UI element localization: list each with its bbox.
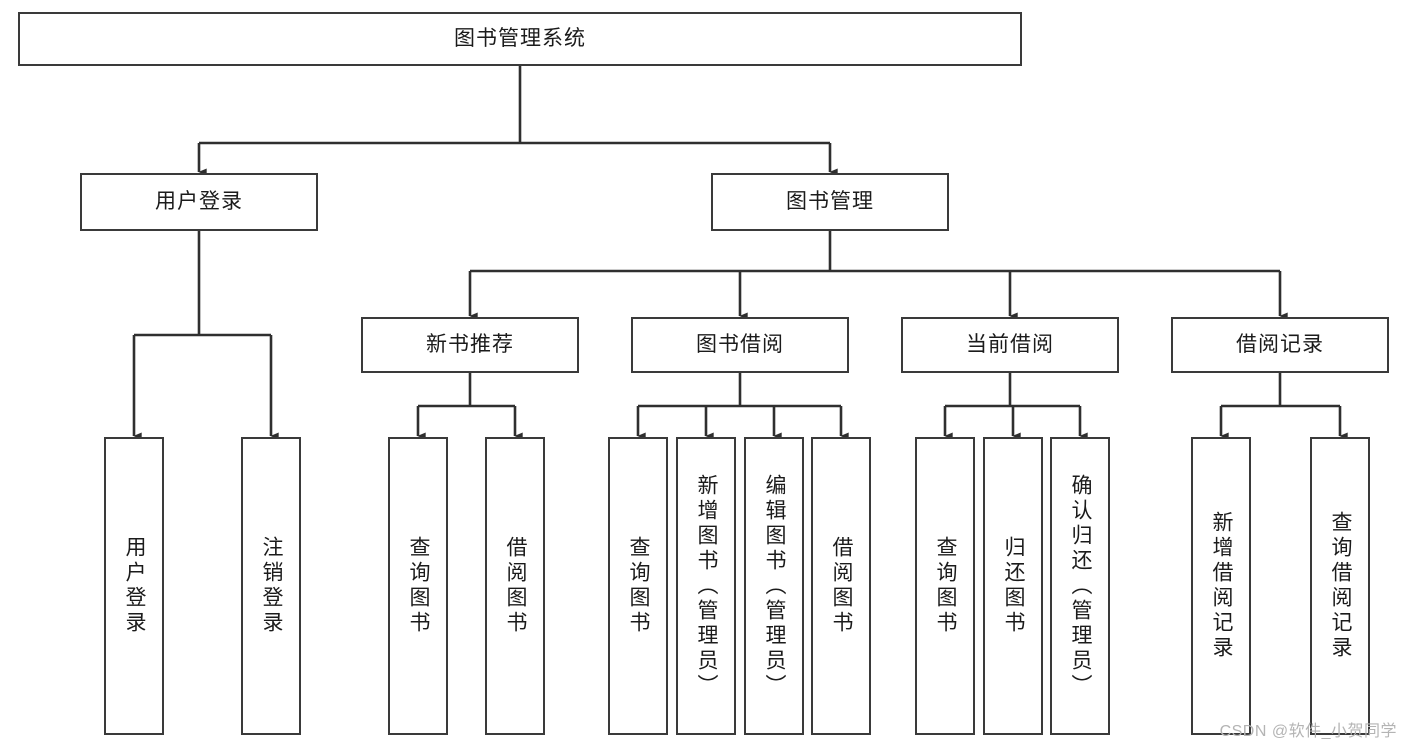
- node-label: 查询借阅记录: [1329, 511, 1353, 661]
- node-leaf-add-book[interactable]: 新增图书（管理员）: [676, 437, 736, 735]
- node-label: 借阅记录: [1236, 332, 1324, 356]
- node-label: 用户登录: [123, 536, 147, 636]
- node-leaf-borrow-book-1[interactable]: 借阅图书: [485, 437, 545, 735]
- node-label: 新增借阅记录: [1210, 511, 1234, 661]
- node-label: 查询图书: [934, 536, 958, 636]
- node-leaf-user-login[interactable]: 用户登录: [104, 437, 164, 735]
- node-leaf-confirm-return[interactable]: 确认归还（管理员）: [1050, 437, 1110, 735]
- watermark: CSDN @软件_小贺同学: [1219, 723, 1397, 740]
- node-label: 归还图书: [1002, 536, 1026, 636]
- node-label: 图书管理: [786, 189, 874, 213]
- node-label: 借阅图书: [830, 536, 854, 636]
- node-book-manage[interactable]: 图书管理: [711, 173, 949, 231]
- node-leaf-user-logout[interactable]: 注销登录: [241, 437, 301, 735]
- node-root[interactable]: 图书管理系统: [18, 12, 1022, 66]
- node-label: 借阅图书: [504, 536, 528, 636]
- node-book-borrow[interactable]: 图书借阅: [631, 317, 849, 373]
- node-leaf-add-record[interactable]: 新增借阅记录: [1191, 437, 1251, 735]
- node-label: 查询图书: [627, 536, 651, 636]
- node-label: 新增图书（管理员）: [695, 473, 719, 699]
- node-leaf-return-book[interactable]: 归还图书: [983, 437, 1043, 735]
- node-leaf-query-record[interactable]: 查询借阅记录: [1310, 437, 1370, 735]
- node-leaf-borrow-book-2[interactable]: 借阅图书: [811, 437, 871, 735]
- node-leaf-edit-book[interactable]: 编辑图书（管理员）: [744, 437, 804, 735]
- node-label: 新书推荐: [426, 332, 514, 356]
- node-label: 图书管理系统: [454, 26, 586, 50]
- node-label: 当前借阅: [966, 332, 1054, 356]
- node-label: 用户登录: [155, 189, 243, 213]
- node-borrow-record[interactable]: 借阅记录: [1171, 317, 1389, 373]
- node-label: 查询图书: [407, 536, 431, 636]
- node-label: 确认归还（管理员）: [1069, 473, 1093, 699]
- node-label: 编辑图书（管理员）: [763, 473, 787, 699]
- node-new-book-rec[interactable]: 新书推荐: [361, 317, 579, 373]
- node-current-borrow[interactable]: 当前借阅: [901, 317, 1119, 373]
- node-leaf-query-book-2[interactable]: 查询图书: [608, 437, 668, 735]
- node-leaf-query-book-3[interactable]: 查询图书: [915, 437, 975, 735]
- node-leaf-query-book-1[interactable]: 查询图书: [388, 437, 448, 735]
- node-label: 图书借阅: [696, 332, 784, 356]
- node-label: 注销登录: [260, 536, 284, 636]
- node-user-login[interactable]: 用户登录: [80, 173, 318, 231]
